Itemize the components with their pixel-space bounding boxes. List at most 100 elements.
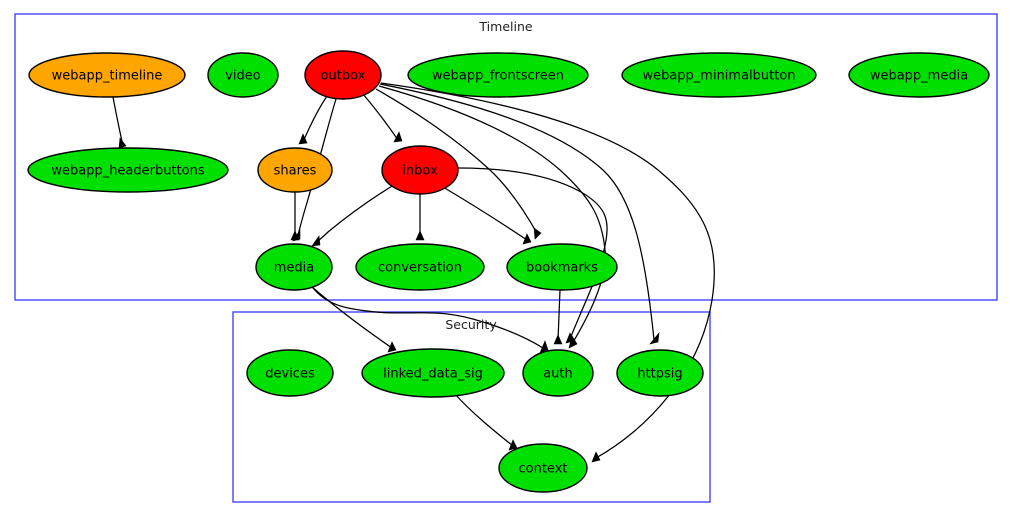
edge-outbox-to-bookmarks <box>375 88 542 240</box>
node-label-bookmarks: bookmarks <box>526 261 598 276</box>
edge-media-to-linked_data_sig <box>311 286 397 353</box>
node-label-shares: shares <box>274 164 317 179</box>
node-label-linked_data_sig: linked_data_sig <box>383 367 483 382</box>
edge-line <box>315 182 398 244</box>
edge-line <box>454 393 514 447</box>
node-shape-httpsig[interactable] <box>616 349 704 397</box>
node-shape-auth[interactable] <box>522 349 594 397</box>
node-linked_data_sig[interactable]: linked_data_sig <box>361 348 505 398</box>
arrow-head-icon <box>565 332 575 344</box>
edge-outbox-to-shares <box>298 95 328 145</box>
edge-line <box>362 93 399 141</box>
edge-media-to-auth <box>312 287 549 354</box>
node-shape-video[interactable] <box>207 52 279 98</box>
node-shape-shares[interactable] <box>257 147 333 193</box>
node-video[interactable]: video <box>207 52 279 98</box>
arrow-head-icon <box>522 233 532 245</box>
node-shape-devices[interactable] <box>246 349 334 397</box>
node-shape-linked_data_sig[interactable] <box>361 348 505 398</box>
cluster-security: Security <box>232 311 711 503</box>
node-outbox[interactable]: outbox <box>304 50 382 100</box>
edge-line <box>379 83 655 341</box>
arrow-head-icon <box>533 227 542 240</box>
arrow-head-icon <box>290 230 300 241</box>
node-webapp_minimalbutton[interactable]: webapp_minimalbutton <box>621 52 817 98</box>
node-label-devices: devices <box>265 367 315 382</box>
node-media[interactable]: media <box>255 243 333 291</box>
node-shape-webapp_timeline[interactable] <box>28 52 186 98</box>
edge-bookmarks-to-auth <box>553 289 563 345</box>
edge-shares-to-media <box>290 192 300 241</box>
node-label-webapp_headerbuttons: webapp_headerbuttons <box>51 164 205 179</box>
edge-line <box>378 85 606 345</box>
node-webapp_headerbuttons[interactable]: webapp_headerbuttons <box>27 147 229 193</box>
node-label-outbox: outbox <box>321 69 366 84</box>
node-conversation[interactable]: conversation <box>355 243 485 291</box>
edge-outbox-to-httpsig <box>379 83 660 345</box>
edge-line <box>442 186 528 241</box>
node-shape-webapp_media[interactable] <box>848 52 990 98</box>
node-webapp_media[interactable]: webapp_media <box>848 52 990 98</box>
edge-outbox-to-inbox <box>362 93 403 143</box>
node-label-context: context <box>519 462 568 477</box>
node-webapp_frontscreen[interactable]: webapp_frontscreen <box>407 52 589 98</box>
node-webapp_timeline[interactable]: webapp_timeline <box>28 52 186 98</box>
node-label-inbox: inbox <box>402 164 438 179</box>
cluster-timeline: Timeline <box>14 13 998 301</box>
node-label-video: video <box>225 69 261 84</box>
edge-line <box>312 287 544 349</box>
arrow-head-icon <box>553 334 563 345</box>
cluster-border-timeline <box>14 13 998 301</box>
node-label-httpsig: httpsig <box>637 367 682 382</box>
node-label-webapp_minimalbutton: webapp_minimalbutton <box>642 69 795 84</box>
node-inbox[interactable]: inbox <box>381 145 459 195</box>
edge-line <box>296 98 337 240</box>
edge-line <box>375 88 539 236</box>
edge-linked_data_sig-to-context <box>454 393 518 451</box>
edge-line <box>302 95 328 143</box>
arrow-head-icon <box>415 230 425 241</box>
arrow-head-icon <box>393 131 403 143</box>
node-shape-context[interactable] <box>498 443 588 493</box>
node-shape-bookmarks[interactable] <box>506 243 618 291</box>
edge-line <box>457 167 608 340</box>
arrow-head-icon <box>298 133 308 145</box>
cluster-label-security: Security <box>445 317 497 332</box>
node-devices[interactable]: devices <box>246 349 334 397</box>
arrow-head-icon <box>118 137 127 149</box>
cluster-border-security <box>232 311 711 503</box>
edge-inbox-to-media <box>311 182 398 247</box>
node-shape-outbox[interactable] <box>304 50 382 100</box>
node-label-webapp_timeline: webapp_timeline <box>52 69 163 84</box>
edge-inbox-to-conversation <box>415 194 425 241</box>
node-shape-inbox[interactable] <box>381 145 459 195</box>
node-layer: webapp_timeline video outbox webapp_frontsc… <box>27 50 990 493</box>
arrow-head-icon <box>649 332 660 345</box>
node-label-conversation: conversation <box>378 261 462 276</box>
arrow-head-icon <box>311 235 321 247</box>
node-shape-media[interactable] <box>255 243 333 291</box>
edge-inbox-to-auth <box>457 167 608 344</box>
node-shape-webapp_minimalbutton[interactable] <box>621 52 817 98</box>
edge-webapp_timeline-to-webapp_headerbuttons <box>112 96 127 149</box>
node-shape-conversation[interactable] <box>355 243 485 291</box>
edge-line <box>311 286 393 349</box>
node-label-media: media <box>274 261 315 276</box>
node-shares[interactable]: shares <box>257 147 333 193</box>
node-auth[interactable]: auth <box>522 349 594 397</box>
node-httpsig[interactable]: httpsig <box>616 349 704 397</box>
edge-inbox-to-bookmarks <box>442 186 532 245</box>
cluster-label-timeline: Timeline <box>478 19 532 34</box>
arrow-head-icon <box>508 439 518 451</box>
arrow-head-icon <box>387 341 397 353</box>
node-shape-webapp_frontscreen[interactable] <box>407 52 589 98</box>
node-shape-webapp_headerbuttons[interactable] <box>27 147 229 193</box>
node-context[interactable]: context <box>498 443 588 493</box>
node-label-webapp_media: webapp_media <box>870 69 968 84</box>
arrow-head-icon <box>591 451 601 463</box>
node-bookmarks[interactable]: bookmarks <box>506 243 618 291</box>
node-label-webapp_frontscreen: webapp_frontscreen <box>432 69 564 84</box>
